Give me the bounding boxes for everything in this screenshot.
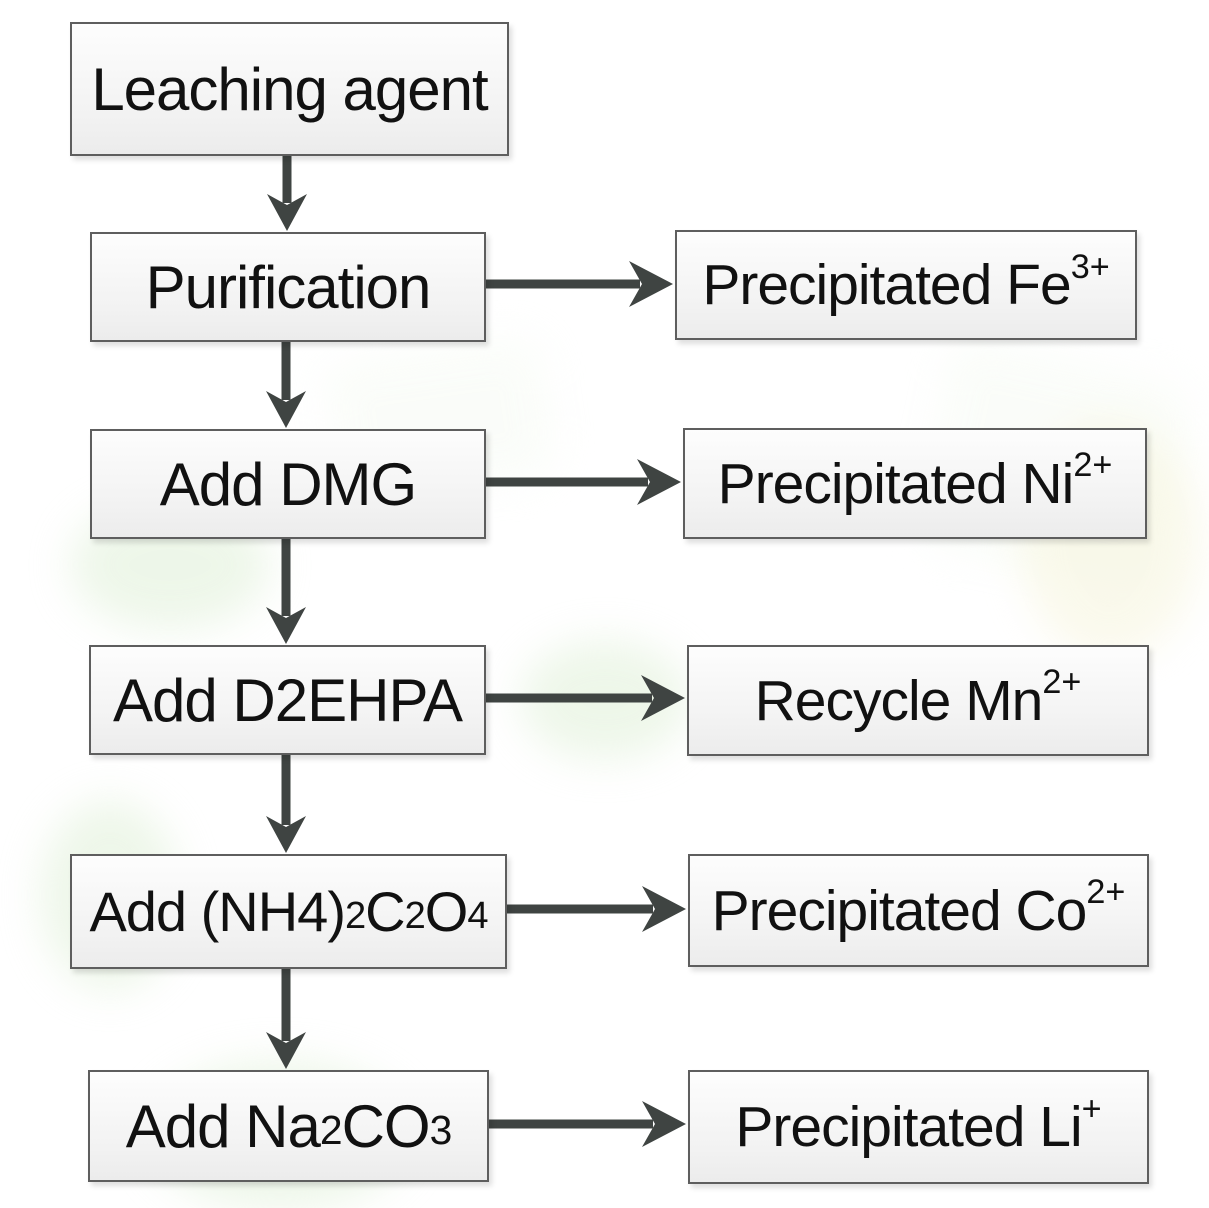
box-label: Add D2EHPA bbox=[112, 666, 463, 734]
box-label: Leaching agent bbox=[91, 55, 488, 123]
superscript-text: + bbox=[1081, 1089, 1102, 1128]
flow-box-add-dmg: Add DMG bbox=[90, 429, 486, 539]
box-label: CO bbox=[341, 1092, 431, 1160]
arrow-ammonium-oxalate-to-precipitated-co bbox=[501, 886, 686, 932]
flow-box-add-d2ehpa: Add D2EHPA bbox=[89, 645, 486, 755]
arrow-sodium-carbonate-to-precipitated-li bbox=[483, 1101, 686, 1147]
arrow-ammonium-oxalate-to-sodium-carbonate bbox=[266, 964, 306, 1069]
flow-box-precipitated-li: Precipitated Li+ bbox=[688, 1070, 1149, 1184]
box-label: Purification bbox=[145, 253, 432, 321]
box-label: Recycle Mn bbox=[754, 668, 1044, 733]
flow-box-leaching-agent: Leaching agent bbox=[70, 22, 509, 156]
arrow-leaching-to-purification bbox=[267, 151, 307, 231]
superscript-text: 2+ bbox=[1042, 663, 1082, 702]
superscript-text: 2+ bbox=[1073, 446, 1113, 485]
box-label: Precipitated Co bbox=[711, 878, 1088, 943]
box-label: Precipitated Fe bbox=[702, 253, 1071, 317]
subscript-text: 2 bbox=[344, 894, 366, 937]
arrow-add-dmg-to-add-d2ehpa bbox=[266, 534, 306, 644]
box-label: C bbox=[365, 880, 405, 943]
box-label: Add (NH4) bbox=[89, 880, 346, 943]
watermark-blob bbox=[520, 640, 690, 760]
flow-box-purification: Purification bbox=[90, 232, 486, 342]
subscript-text: 2 bbox=[319, 1107, 343, 1154]
box-label: Precipitated Li bbox=[735, 1095, 1082, 1159]
subscript-text: 2 bbox=[404, 894, 426, 937]
box-label: Add Na bbox=[125, 1092, 321, 1160]
arrow-add-d2ehpa-to-recycle-mn bbox=[480, 675, 685, 721]
arrow-purification-to-add-dmg bbox=[266, 337, 306, 428]
box-label: Precipitated Ni bbox=[717, 451, 1075, 516]
box-label: O bbox=[424, 880, 469, 943]
box-label: Add DMG bbox=[159, 450, 417, 518]
subscript-text: 4 bbox=[467, 894, 488, 937]
arrow-add-dmg-to-precipitated-ni bbox=[480, 459, 681, 505]
arrow-purification-to-precipitated-fe bbox=[481, 261, 673, 307]
superscript-text: 3+ bbox=[1070, 247, 1110, 286]
arrow-add-d2ehpa-to-ammonium-oxalate bbox=[266, 750, 306, 853]
superscript-text: 2+ bbox=[1086, 873, 1126, 912]
subscript-text: 3 bbox=[429, 1107, 453, 1154]
